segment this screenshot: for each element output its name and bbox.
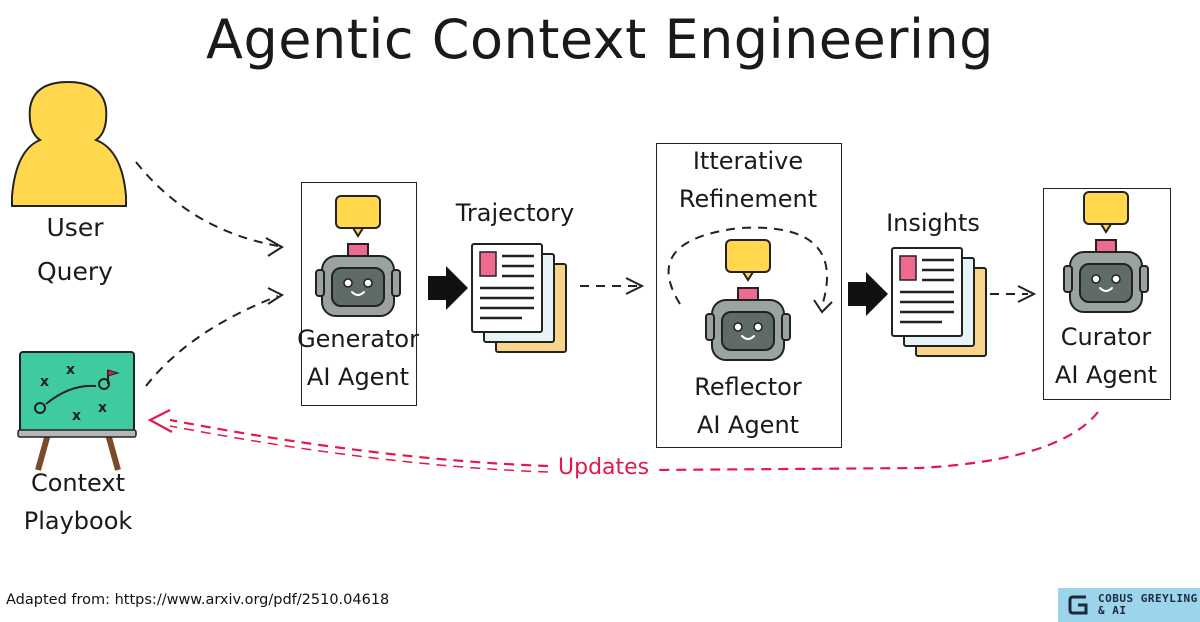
flow-edges <box>135 161 1028 387</box>
brand-line-1: COBUS GREYLING <box>1098 592 1198 605</box>
insights-document-icon <box>890 246 988 358</box>
source-citation: Adapted from: https://www.arxiv.org/pdf/… <box>6 592 390 608</box>
trajectory-document-icon <box>470 242 568 354</box>
edge-arrowheads <box>265 237 1037 314</box>
curator-label: Curator AI Agent <box>1054 323 1158 389</box>
svg-text:x: x <box>66 362 75 378</box>
page-title: Agentic Context Engineering <box>206 8 994 71</box>
generator-robot-icon <box>315 195 401 317</box>
generator-label: Generator AI Agent <box>297 325 419 391</box>
svg-text:x: x <box>72 408 81 424</box>
context-playbook-label: Context Playbook <box>23 469 133 535</box>
insights-label: Insights <box>886 209 980 237</box>
edge-user-to-generator <box>135 161 279 247</box>
user-query-label: User Query <box>37 213 113 286</box>
brand-logo-icon <box>1068 595 1088 615</box>
reflector-robot-icon <box>705 239 791 361</box>
trajectory-label: Trajectory <box>455 199 575 227</box>
playbook-board-icon: x x x x <box>17 351 137 471</box>
edge-playbook-to-generator <box>145 295 279 387</box>
curator-robot-icon <box>1063 191 1149 313</box>
edge-updates-feedback <box>147 409 1099 473</box>
reflector-header-label: Itterative Refinement <box>678 147 818 213</box>
arrow-reflector-to-insights <box>848 272 888 316</box>
reflector-box <box>656 143 842 448</box>
svg-text:x: x <box>98 400 107 416</box>
user-icon <box>11 80 127 207</box>
reflector-label: Reflector AI Agent <box>694 373 802 439</box>
edge-reflector-loop <box>667 226 828 307</box>
generator-box <box>301 182 417 406</box>
brand-badge: COBUS GREYLING & AI <box>1058 588 1200 622</box>
svg-text:x: x <box>40 374 49 390</box>
curator-box <box>1043 188 1171 400</box>
arrow-generator-to-trajectory <box>428 266 468 310</box>
updates-label: Updates <box>550 455 658 480</box>
brand-line-2: & AI <box>1098 604 1127 617</box>
